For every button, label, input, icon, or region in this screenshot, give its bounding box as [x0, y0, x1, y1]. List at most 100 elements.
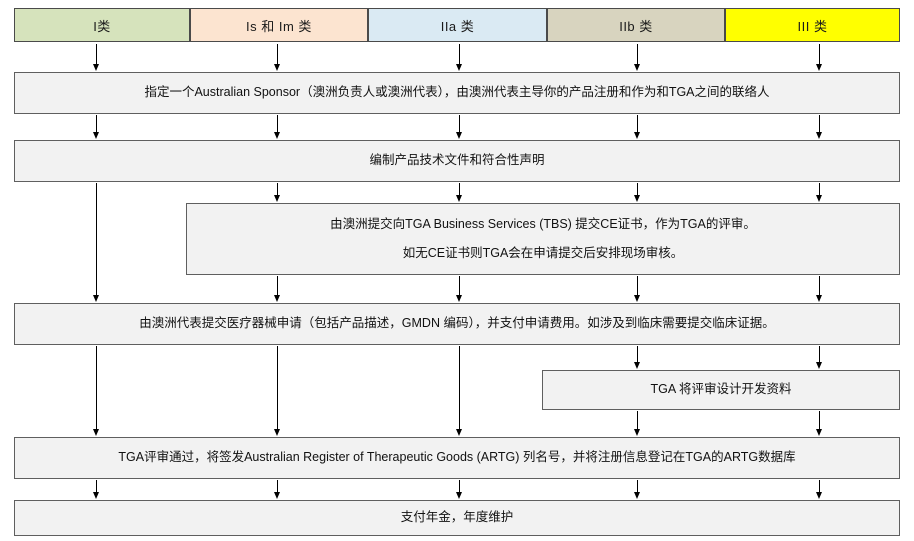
arrow-head: [93, 64, 99, 71]
arrow-head: [634, 492, 640, 499]
arrow-head: [93, 492, 99, 499]
arrow-sponsor-to-technical-col5: [815, 115, 824, 139]
arrow-technical-to-ce-col5: [815, 183, 824, 202]
arrow-head: [93, 295, 99, 302]
arrow-head: [274, 195, 280, 202]
arrow-shaft: [637, 411, 638, 429]
arrow-application-to-artg-col1: [92, 346, 101, 436]
arrow-application-to-artg-col3: [455, 346, 464, 436]
category-label-5: III 类: [797, 18, 828, 34]
category-label-4: IIb 类: [619, 18, 653, 34]
arrow-shaft: [637, 183, 638, 195]
arrow-design-to-artg-col5: [815, 411, 824, 436]
step-box-annual-fee[interactable]: 支付年金，年度维护: [14, 500, 900, 536]
category-box-4[interactable]: IIb 类: [547, 8, 725, 42]
step-box-device-application[interactable]: 由澳洲代表提交医疗器械申请（包括产品描述，GMDN 编码），并支付申请费用。如涉…: [14, 303, 900, 345]
arrow-head: [456, 132, 462, 139]
arrow-artg-to-annual-col1: [92, 480, 101, 499]
arrow-shaft: [277, 346, 278, 429]
arrow-shaft: [819, 411, 820, 429]
arrow-head: [93, 429, 99, 436]
arrow-head: [274, 64, 280, 71]
arrow-head: [274, 429, 280, 436]
arrow-technical-to-ce-col4: [633, 183, 642, 202]
step-text-design-dossier-review: TGA 将评审设计开发资料: [650, 382, 792, 397]
arrow-sponsor-to-technical-col1: [92, 115, 101, 139]
step-box-design-dossier-review[interactable]: TGA 将评审设计开发资料: [542, 370, 900, 410]
arrow-sponsor-to-technical-col2: [273, 115, 282, 139]
arrow-head: [456, 429, 462, 436]
arrow-technical-to-application-col1: [92, 183, 101, 302]
arrow-shaft: [819, 115, 820, 132]
arrow-shaft: [637, 115, 638, 132]
step-text-ce-certificate-1: 由澳洲提交向TGA Business Services (TBS) 提交CE证书…: [330, 216, 756, 231]
arrow-shaft: [277, 183, 278, 195]
step-box-sponsor[interactable]: 指定一个Australian Sponsor（澳洲负责人或澳洲代表），由澳洲代表…: [14, 72, 900, 114]
step-text-ce-certificate-2: 如无CE证书则TGA会在申请提交后安排现场审核。: [402, 246, 684, 260]
arrow-head: [634, 132, 640, 139]
arrow-ce-to-application-col5: [815, 276, 824, 302]
arrow-shaft: [277, 276, 278, 295]
arrow-shaft: [819, 276, 820, 295]
category-label-2: Is 和 Im 类: [246, 18, 312, 34]
arrow-ce-to-application-col2: [273, 276, 282, 302]
step-box-artg-listing[interactable]: TGA评审通过，将签发Australian Register of Therap…: [14, 437, 900, 479]
category-box-2[interactable]: Is 和 Im 类: [190, 8, 368, 42]
category-label-3: IIa 类: [440, 18, 475, 34]
arrow-technical-to-ce-col3: [455, 183, 464, 202]
arrow-sponsor-to-technical-col3: [455, 115, 464, 139]
arrow-shaft: [277, 480, 278, 492]
arrow-shaft: [637, 346, 638, 362]
category-box-3[interactable]: IIa 类: [368, 8, 547, 42]
arrow-shaft: [459, 276, 460, 295]
category-box-5[interactable]: III 类: [725, 8, 900, 42]
arrow-ce-to-application-col3: [455, 276, 464, 302]
arrow-shaft: [819, 346, 820, 362]
arrow-head: [456, 195, 462, 202]
arrow-head: [816, 492, 822, 499]
arrow-artg-to-annual-col2: [273, 480, 282, 499]
arrow-shaft: [459, 115, 460, 132]
arrow-shaft: [459, 346, 460, 429]
arrow-head: [816, 429, 822, 436]
arrow-cat-to-sponsor-col3: [455, 44, 464, 71]
arrow-head: [816, 132, 822, 139]
arrow-shaft: [277, 115, 278, 132]
arrow-shaft: [459, 183, 460, 195]
arrow-ce-to-application-col4: [633, 276, 642, 302]
arrow-head: [634, 362, 640, 369]
arrow-head: [456, 64, 462, 71]
arrow-artg-to-annual-col5: [815, 480, 824, 499]
arrow-artg-to-annual-col4: [633, 480, 642, 499]
arrow-sponsor-to-technical-col4: [633, 115, 642, 139]
step-text-artg-listing: TGA评审通过，将签发Australian Register of Therap…: [118, 450, 796, 465]
step-text-technical-file: 编制产品技术文件和符合性声明: [369, 153, 545, 168]
arrow-head: [634, 429, 640, 436]
arrow-head: [456, 295, 462, 302]
arrow-head: [816, 295, 822, 302]
arrow-head: [634, 195, 640, 202]
arrow-shaft: [96, 346, 97, 429]
arrow-cat-to-sponsor-col1: [92, 44, 101, 71]
category-label-1: I类: [93, 18, 111, 34]
arrow-shaft: [819, 480, 820, 492]
arrow-application-to-design-col4: [633, 346, 642, 369]
step-text-sponsor: 指定一个Australian Sponsor（澳洲负责人或澳洲代表），由澳洲代表…: [144, 85, 770, 100]
arrow-head: [816, 195, 822, 202]
step-box-technical-file[interactable]: 编制产品技术文件和符合性声明: [14, 140, 900, 182]
arrow-artg-to-annual-col3: [455, 480, 464, 499]
arrow-shaft: [96, 480, 97, 492]
arrow-head: [816, 362, 822, 369]
step-text-device-application: 由澳洲代表提交医疗器械申请（包括产品描述，GMDN 编码），并支付申请费用。如涉…: [139, 316, 775, 331]
arrow-shaft: [277, 44, 278, 64]
arrow-technical-to-ce-col2: [273, 183, 282, 202]
arrow-shaft: [637, 44, 638, 64]
step-box-ce-certificate[interactable]: 由澳洲提交向TGA Business Services (TBS) 提交CE证书…: [186, 203, 900, 275]
arrow-shaft: [96, 115, 97, 132]
category-box-1[interactable]: I类: [14, 8, 190, 42]
arrow-head: [456, 492, 462, 499]
arrow-cat-to-sponsor-col4: [633, 44, 642, 71]
arrow-design-to-artg-col4: [633, 411, 642, 436]
arrow-shaft: [96, 44, 97, 64]
arrow-shaft: [459, 44, 460, 64]
